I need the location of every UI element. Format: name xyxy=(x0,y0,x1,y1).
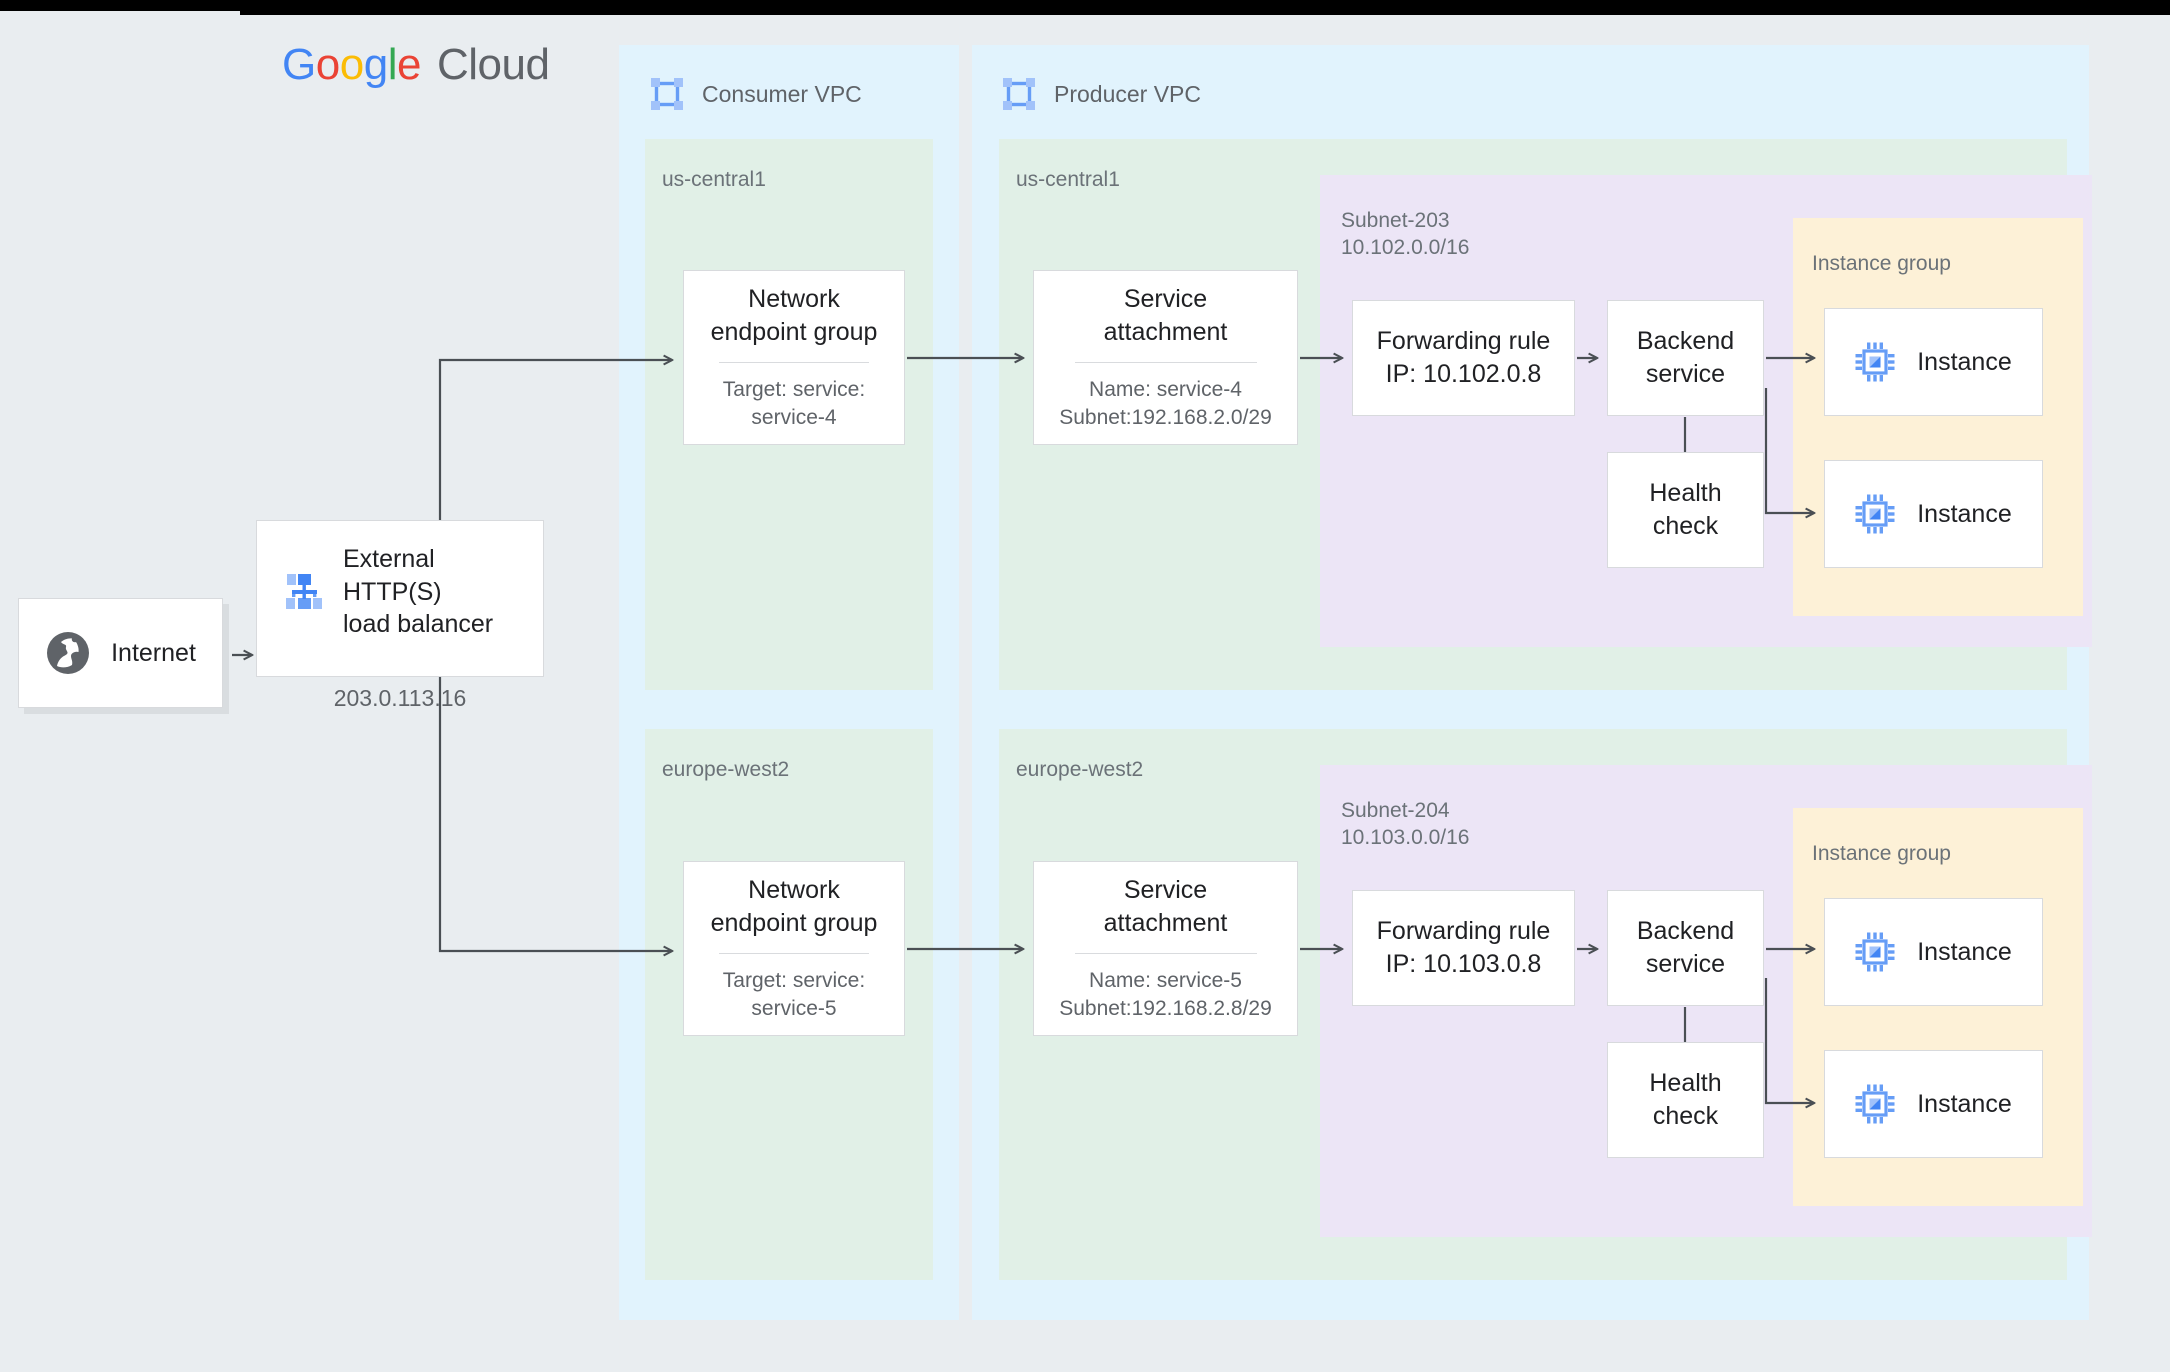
instance-group-204-label: Instance group xyxy=(1812,842,1951,865)
load-balancer-icon xyxy=(283,571,325,613)
forwarding-rule-text: Forwarding rule IP: 10.103.0.8 xyxy=(1376,917,1551,978)
health-check-204[interactable]: Health check xyxy=(1607,1042,1764,1158)
logo-letter-g: G xyxy=(282,40,316,89)
forwarding-rule-203[interactable]: Forwarding rule IP: 10.102.0.8 xyxy=(1352,300,1575,416)
health-check-203[interactable]: Health check xyxy=(1607,452,1764,568)
logo-letter-g2: g xyxy=(363,40,388,89)
backend-service-204[interactable]: Backend service xyxy=(1607,890,1764,1006)
health-check-text: Health check xyxy=(1649,479,1722,540)
instance-label: Instance xyxy=(1917,499,2012,528)
neg-title: Network endpoint group xyxy=(710,285,878,347)
forwarding-rule-204[interactable]: Forwarding rule IP: 10.103.0.8 xyxy=(1352,890,1575,1006)
neg-title: Network endpoint group xyxy=(710,876,878,938)
backend-service-text: Backend service xyxy=(1636,327,1735,388)
logo-word-cloud: Cloud xyxy=(436,40,550,89)
forwarding-rule-text: Forwarding rule IP: 10.102.0.8 xyxy=(1376,327,1551,388)
subnet-203-label: Subnet-203 10.102.0.0/16 xyxy=(1341,209,1470,259)
load-balancer-card[interactable]: External HTTP(S) load balancer 203.0.113… xyxy=(256,520,544,711)
instance-card-204-1[interactable]: Instance xyxy=(1824,898,2043,1006)
card-divider xyxy=(1074,362,1257,364)
card-divider xyxy=(719,953,869,955)
internet-label: Internet xyxy=(111,638,196,667)
instance-card-203-1[interactable]: Instance xyxy=(1824,308,2043,416)
load-balancer-ip: 203.0.113.16 xyxy=(333,684,467,711)
top-black-bar-extension xyxy=(240,0,2170,15)
service-attachment-detail: Name: service-5 Subnet:192.168.2.8/29 xyxy=(1059,969,1272,1020)
service-attachment-title: Service attachment xyxy=(1103,285,1228,347)
instance-card-203-2[interactable]: Instance xyxy=(1824,460,2043,568)
consumer-vpc-title: Consumer VPC xyxy=(702,80,862,107)
backend-service-203[interactable]: Backend service xyxy=(1607,300,1764,416)
consumer-region-us-central1-label: us-central1 xyxy=(662,168,766,191)
consumer-neg-europe-west2[interactable]: Network endpoint group Target: service: … xyxy=(683,861,905,1036)
vpc-icon xyxy=(1002,77,1036,111)
service-attachment-detail: Name: service-4 Subnet:192.168.2.0/29 xyxy=(1059,378,1272,429)
backend-service-text: Backend service xyxy=(1636,917,1735,978)
logo-letter-o1: o xyxy=(315,40,340,89)
producer-vpc-header: Producer VPC xyxy=(1002,72,1362,116)
producer-vpc-title: Producer VPC xyxy=(1054,80,1202,107)
service-attachment-us-central1[interactable]: Service attachment Name: service-4 Subne… xyxy=(1033,270,1298,445)
instance-icon xyxy=(1855,342,1895,382)
consumer-region-europe-west2-label: europe-west2 xyxy=(662,758,790,781)
producer-region-europe-west2-label: europe-west2 xyxy=(1016,758,1144,781)
google-cloud-logo: Google Cloud xyxy=(282,40,550,90)
instance-icon xyxy=(1855,932,1895,972)
neg-detail: Target: service: service-4 xyxy=(722,378,866,429)
instance-label: Instance xyxy=(1917,937,2012,966)
instance-group-203-label: Instance group xyxy=(1812,252,1951,275)
load-balancer-title: External HTTP(S) load balancer xyxy=(343,545,494,638)
service-attachment-europe-west2[interactable]: Service attachment Name: service-5 Subne… xyxy=(1033,861,1298,1036)
consumer-vpc-header: Consumer VPC xyxy=(650,72,950,116)
card-divider xyxy=(1074,953,1257,955)
service-attachment-title: Service attachment xyxy=(1103,876,1228,938)
logo-letter-l: l xyxy=(387,40,398,89)
internet-card[interactable]: Internet xyxy=(18,598,223,708)
health-check-text: Health check xyxy=(1649,1069,1722,1130)
globe-icon xyxy=(45,630,91,676)
consumer-neg-us-central1[interactable]: Network endpoint group Target: service: … xyxy=(683,270,905,445)
instance-card-204-2[interactable]: Instance xyxy=(1824,1050,2043,1158)
instance-label: Instance xyxy=(1917,347,2012,376)
subnet-204-label: Subnet-204 10.103.0.0/16 xyxy=(1341,799,1470,849)
vpc-icon xyxy=(650,77,684,111)
neg-detail: Target: service: service-5 xyxy=(722,969,866,1020)
instance-icon xyxy=(1855,494,1895,534)
card-divider xyxy=(719,362,869,364)
instance-label: Instance xyxy=(1917,1089,2012,1118)
instance-icon xyxy=(1855,1084,1895,1124)
logo-letter-o2: o xyxy=(339,40,364,89)
producer-region-us-central1-label: us-central1 xyxy=(1016,168,1120,191)
logo-letter-e: e xyxy=(396,40,421,89)
